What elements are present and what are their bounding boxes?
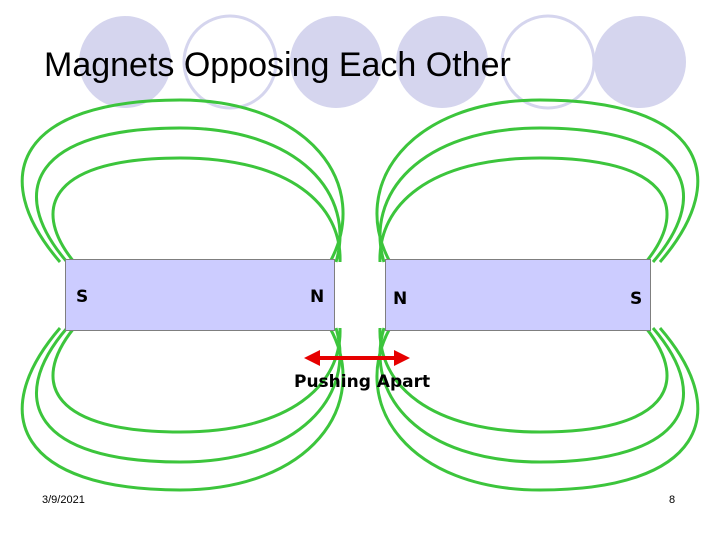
deco-circle (594, 16, 686, 108)
title-decoration (79, 14, 686, 110)
footer-date: 3/9/2021 (42, 494, 85, 506)
field-line (20, 98, 345, 263)
pole-label-right-s: S (630, 289, 643, 309)
deco-circle (290, 16, 382, 108)
field-line (35, 126, 342, 263)
slide-title: Magnets Opposing Each Other (44, 46, 511, 84)
field-line (51, 156, 342, 263)
footer-page-number: 8 (669, 494, 676, 506)
field-line (378, 327, 685, 464)
field-line (20, 327, 345, 492)
magnet-right: N S (385, 259, 651, 331)
field-line (35, 327, 342, 464)
deco-circle (396, 16, 488, 108)
pole-label-right-n: N (393, 289, 408, 309)
pole-label-left-n: N (310, 287, 325, 307)
magnet-left: S N (65, 259, 335, 331)
field-line (375, 327, 700, 492)
field-line (378, 327, 669, 434)
field-line (51, 327, 342, 434)
force-caption: Pushing Apart (294, 372, 431, 392)
field-line (375, 98, 700, 263)
deco-circle (182, 14, 278, 110)
field-line (378, 156, 669, 263)
arrowhead-right (394, 350, 410, 366)
field-line (378, 126, 685, 263)
deco-circle (79, 16, 171, 108)
pole-label-left-s: S (76, 287, 89, 307)
arrowhead-left (304, 350, 320, 366)
